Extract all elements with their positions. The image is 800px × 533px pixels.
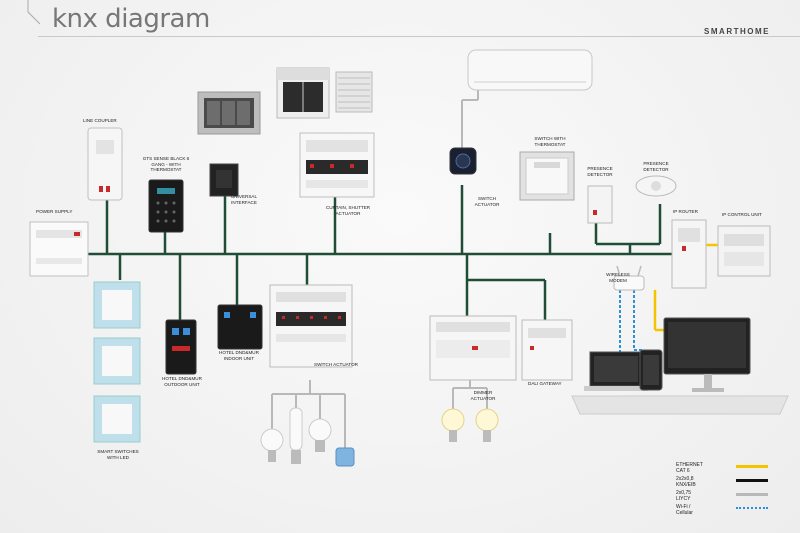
switched-lamps — [260, 407, 355, 467]
switch-with-thermostat-device — [519, 151, 575, 201]
line-coupler-device — [87, 127, 123, 201]
wall-switch-plate — [197, 91, 261, 135]
dimmer-actuator-label: DIMMER ACTUATOR — [470, 390, 496, 401]
curtain-shutter-actuator-label: CURTAIN, SHUTTER ACTUATOR — [325, 205, 371, 216]
page-title: knx diagram — [52, 4, 210, 34]
air-conditioner-unit — [467, 49, 593, 91]
dimmer-actuator-device — [429, 315, 517, 381]
dali-gateway-device — [521, 319, 573, 381]
legend-wifi-swatch — [736, 507, 768, 509]
legend-liycy-swatch — [736, 493, 768, 496]
line-coupler-label: LINE COUPLER — [83, 118, 117, 123]
gts-sense-thermostat — [148, 179, 184, 233]
smart-switches-label: SMART SWITCHES WITH LED — [97, 449, 139, 460]
power-supply-label: POWER SUPPLY — [36, 209, 73, 214]
switch-actuator-device — [269, 284, 353, 368]
dali-gateway-label: DALI GATEWAY — [528, 381, 562, 386]
hotel-outdoor-label: HOTEL DND&MUR OUTDOOR UNIT — [162, 376, 202, 387]
legend: ETHERNET CAT 6 2x2x0,8 KNX/EIB 2x0,75 LI… — [672, 462, 792, 516]
presence-detector-1-label: PRESENCE DETECTOR — [587, 166, 613, 177]
ip-control-unit-label: IP CONTROL UNIT — [722, 212, 762, 217]
universal-interface-label: UNIVERSAL INTERFACE — [230, 194, 258, 205]
power-supply-device — [29, 221, 89, 277]
smart-switches-led — [93, 281, 141, 443]
legend-ethernet-swatch — [736, 465, 768, 468]
dimmed-lamps — [441, 408, 499, 442]
hotel-indoor-unit-device — [217, 304, 263, 350]
curtain-shutter-actuator-device — [299, 132, 375, 198]
hotel-outdoor-unit-device — [165, 319, 197, 375]
switch-actuator-bottom-label: SWITCH ACTUATOR — [314, 362, 358, 367]
brand-logo: SMARTHOME — [704, 27, 770, 36]
control-desk — [571, 395, 789, 415]
wireless-modem-label: WIRELESS MODEM — [606, 272, 630, 283]
switch-with-thermostat-label: SWITCH WITH THERMOSTAT — [534, 136, 566, 147]
window-shutter — [335, 71, 373, 113]
switch-actuator-top-label: SWITCH ACTUATOR — [474, 196, 500, 207]
wifi-lines — [619, 290, 642, 352]
ip-router-label: IP ROUTER — [673, 209, 698, 214]
presence-detector-din — [587, 185, 613, 224]
presence-detector-ceiling — [635, 175, 677, 197]
monitor-device — [663, 317, 751, 392]
universal-interface-device — [209, 163, 239, 197]
window-blind — [276, 67, 330, 119]
ip-control-unit-device — [717, 225, 771, 277]
ip-router-device — [671, 219, 707, 289]
wireless-modem-device — [613, 265, 645, 291]
legend-knx-swatch — [736, 479, 768, 482]
corner-bracket — [27, 0, 40, 25]
smartphone-device — [639, 349, 663, 391]
hotel-indoor-label: HOTEL DND&MUR INDOOR UNIT — [219, 350, 259, 361]
round-switch-actuator-device — [449, 147, 477, 175]
knx-bus-lines — [50, 185, 705, 320]
gts-sense-label: GTS SENSE BLACK 6 GANG - WITH THERMOSTAT — [142, 156, 190, 172]
title-divider — [38, 36, 800, 37]
laptop-device — [584, 351, 648, 391]
presence-detector-2-label: PRESENCE DETECTOR — [643, 161, 669, 172]
